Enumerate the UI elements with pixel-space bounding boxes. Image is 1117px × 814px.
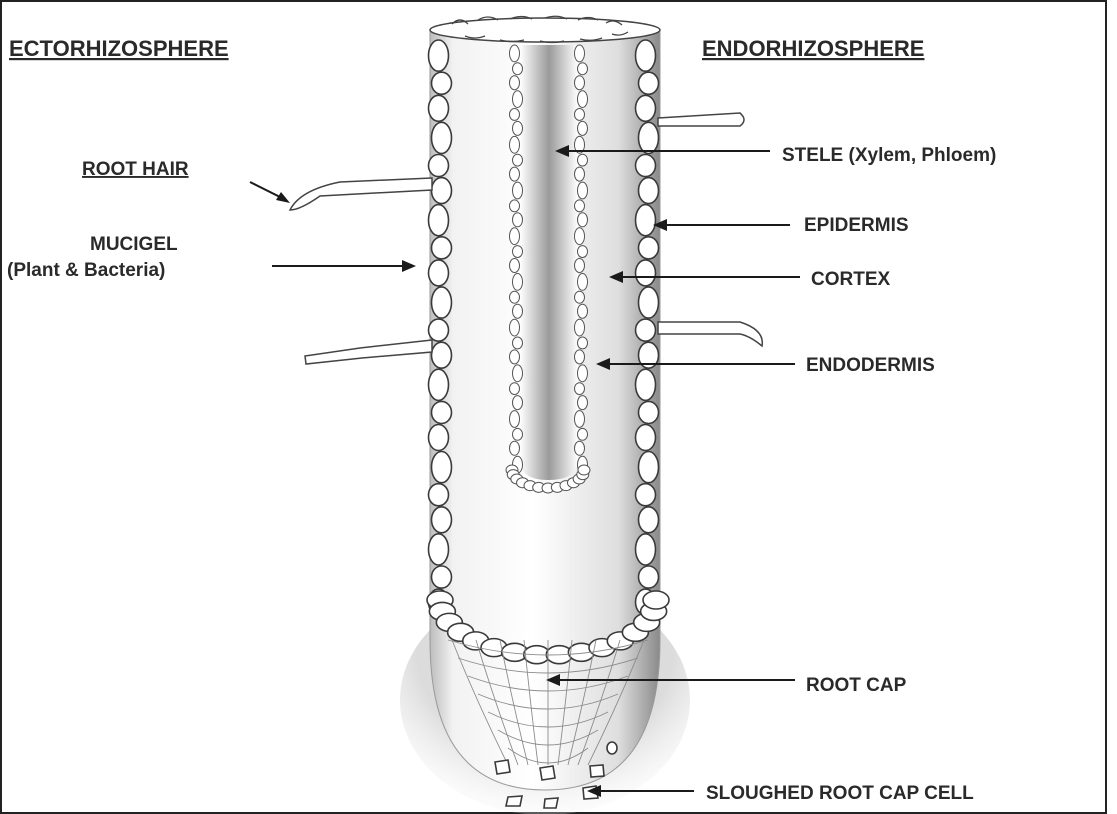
- root-hair-right-upper: [658, 113, 744, 126]
- endorhizosphere-heading: ENDORHIZOSPHERE: [702, 36, 924, 61]
- top-face-cells: [430, 16, 660, 42]
- root-hair-right-lower: [658, 322, 762, 346]
- ectorhizosphere-heading: ECTORHIZOSPHERE: [9, 36, 229, 61]
- root-hair-left-upper: [290, 178, 432, 210]
- root-hair-label: ROOT HAIR: [82, 159, 189, 180]
- sloughed-cell-label: SLOUGHED ROOT CAP CELL: [706, 783, 974, 804]
- epidermis-label: EPIDERMIS: [804, 215, 909, 236]
- stele-core: [520, 45, 578, 480]
- epidermis-pointer: [653, 219, 790, 231]
- mucigel-pointer: [272, 260, 416, 272]
- cortex-label: CORTEX: [811, 269, 891, 290]
- stele-label: STELE (Xylem, Phloem): [782, 145, 996, 166]
- root-hair-left-lower: [305, 340, 432, 364]
- endodermis-label: ENDODERMIS: [806, 355, 935, 376]
- mucigel-sublabel: (Plant & Bacteria): [7, 260, 165, 281]
- root-cap-label: ROOT CAP: [806, 675, 907, 696]
- mucigel-label: MUCIGEL: [90, 234, 178, 255]
- root-hair-pointer: [250, 182, 290, 203]
